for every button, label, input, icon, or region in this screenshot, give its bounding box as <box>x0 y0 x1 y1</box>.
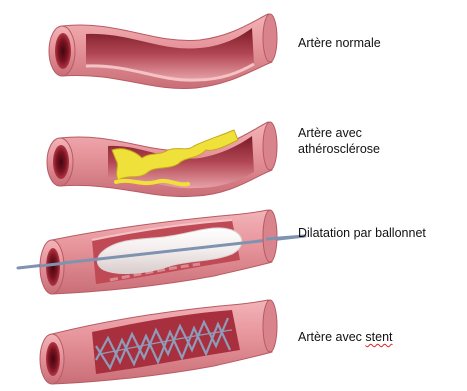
label-dilatation-text: Dilatation par ballonnet <box>298 225 426 241</box>
label-athero-line1: Artère avec <box>298 125 380 141</box>
balloon-dilatation-illustration <box>18 210 305 294</box>
label-athero-line2: athérosclérose <box>298 141 380 157</box>
label-dilatation: Dilatation par ballonnet <box>298 225 426 241</box>
normal-artery-illustration <box>49 14 277 89</box>
label-normal-text: Artère normale <box>298 35 381 51</box>
atherosclerosis-artery-illustration <box>47 122 277 197</box>
label-stent: Artère avec stent <box>298 329 393 345</box>
label-normal-artery: Artère normale <box>298 35 381 51</box>
label-stent-prefix: Artère avec <box>298 330 365 344</box>
label-stent-word: stent <box>365 330 392 344</box>
label-atherosclerosis: Artère avec athérosclérose <box>298 125 380 157</box>
stent-artery-illustration <box>40 300 277 384</box>
